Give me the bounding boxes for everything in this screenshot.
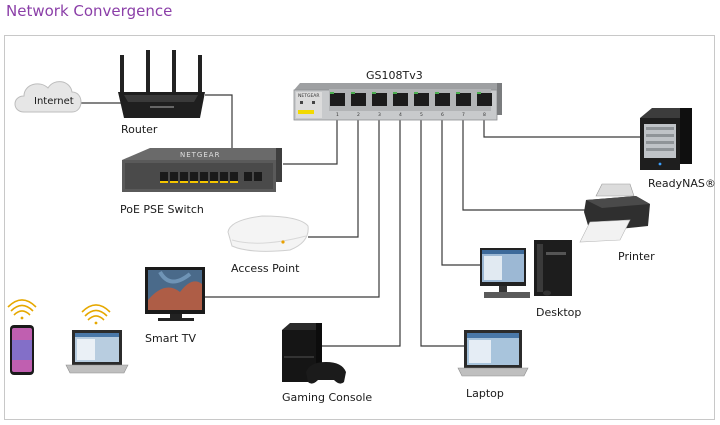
wifi-icon (81, 304, 111, 325)
port-number-3: 3 (378, 112, 381, 118)
router-label: Router (121, 123, 158, 136)
cable-port7-printer (462, 113, 585, 211)
wifi-icon (7, 299, 37, 320)
port-number-1: 1 (336, 112, 339, 118)
laptop-icon (457, 330, 529, 377)
poe-ports (160, 172, 262, 181)
main-switch-ports (330, 93, 492, 106)
poe-switch-label: PoE PSE Switch (120, 203, 204, 216)
port-number-5: 5 (420, 112, 423, 118)
cable-port6-desktop (441, 113, 480, 266)
desktop-icon (480, 240, 572, 298)
port-number-2: 2 (357, 112, 360, 118)
smartphone-icon (10, 325, 34, 375)
cables (78, 94, 640, 347)
poe-switch-icon: NETGEAR (122, 148, 282, 192)
cable-port5-laptop (420, 113, 464, 347)
readynas-icon (640, 108, 692, 170)
main-switch-brand: NETGEAR (298, 93, 320, 99)
cable-router-poe-switch (205, 94, 233, 150)
laptop-label: Laptop (466, 387, 504, 400)
main-switch-port-numbers: 1 2 3 4 5 6 7 8 (336, 112, 486, 118)
router-icon (118, 50, 205, 118)
diagram-frame (4, 35, 715, 420)
cable-port8-readynas (483, 113, 640, 138)
wireless-laptop-icon (65, 330, 129, 374)
gaming-console-label: Gaming Console (282, 391, 373, 404)
main-switch-icon: NETGEAR 1 2 3 4 5 6 7 8 (293, 83, 502, 121)
access-point-label: Access Point (231, 262, 300, 275)
port-number-7: 7 (462, 112, 465, 118)
smart-tv-label: Smart TV (145, 332, 197, 345)
desktop-label: Desktop (536, 306, 582, 319)
port-number-4: 4 (399, 112, 402, 118)
cable-port1-poe-switch (283, 113, 338, 165)
access-point-icon (227, 215, 309, 252)
cable-port2-access-point (308, 113, 359, 238)
page-title: Network Convergence (6, 2, 173, 20)
readynas-label: ReadyNAS® (648, 177, 716, 190)
cable-port3-smart-tv (205, 113, 380, 298)
port-number-8: 8 (483, 112, 486, 118)
poe-port-leds (160, 181, 238, 183)
switch-model-label: GS108Tv3 (366, 69, 423, 82)
cloud-icon (14, 81, 82, 113)
port-number-6: 6 (441, 112, 444, 118)
poe-switch-brand: NETGEAR (180, 151, 220, 159)
main-switch-port-leds (330, 92, 481, 94)
gaming-console-icon (282, 323, 346, 384)
cable-port4-gaming-console (318, 113, 401, 347)
cloud-label: Internet (34, 96, 74, 107)
printer-label: Printer (618, 250, 655, 263)
smart-tv-icon (145, 267, 205, 321)
printer-icon (579, 183, 650, 243)
